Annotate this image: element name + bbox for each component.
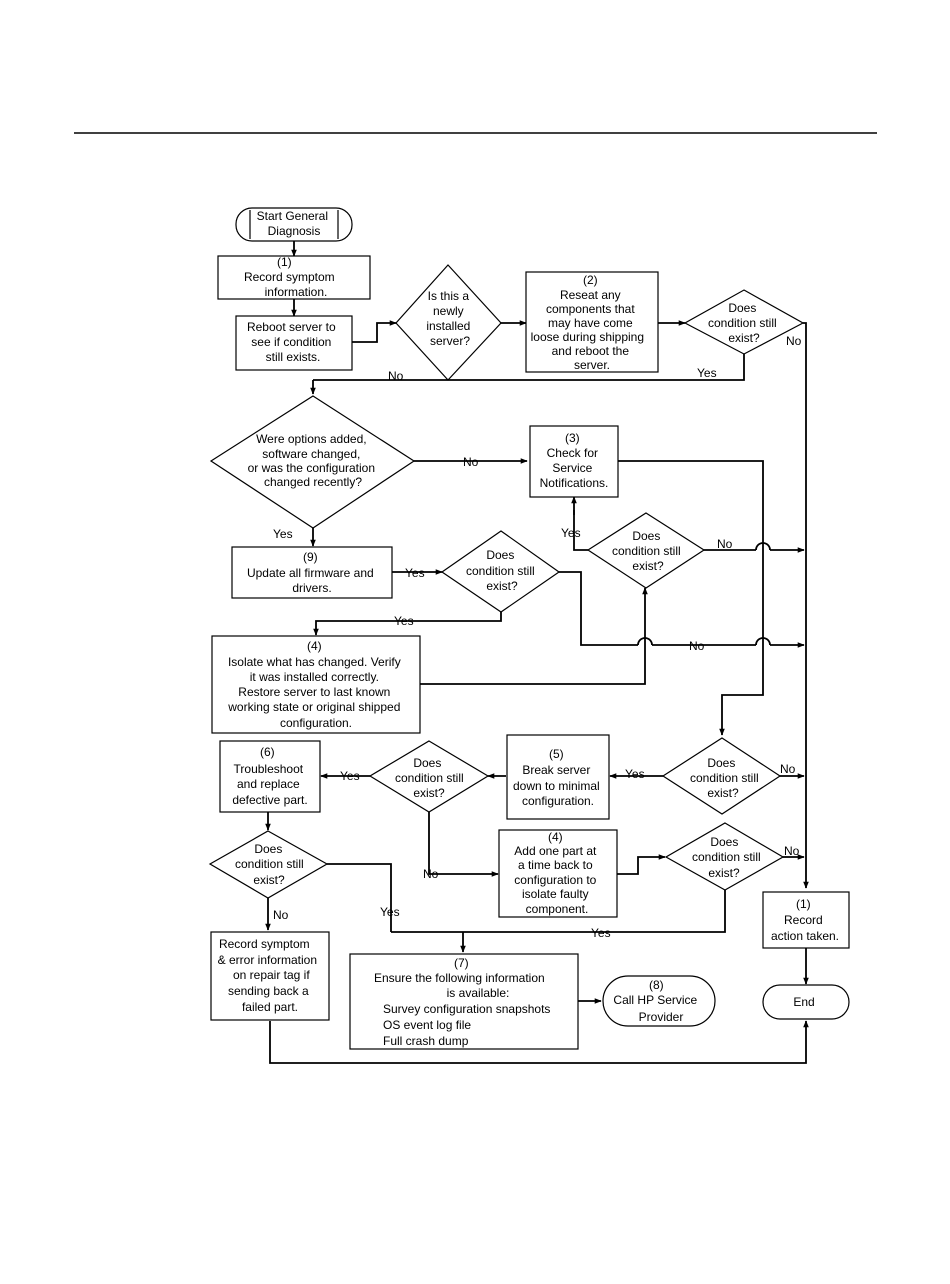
ensure-info-text: (7) Ensure the following information is … xyxy=(374,956,548,1000)
label-update-yes: Yes xyxy=(405,566,425,580)
d5-text: Does condition still exist? xyxy=(690,756,762,800)
end-text: End xyxy=(793,995,814,1009)
break-server-text: (5) Break server down to minimal configu… xyxy=(513,747,603,808)
add-part-text: (4) Add one part at a time back to confi… xyxy=(514,830,599,916)
d4-text: Does condition still exist? xyxy=(395,756,467,800)
d3-text: Does condition still exist? xyxy=(466,548,538,593)
label-d5-yes: Yes xyxy=(625,767,645,781)
update-firmware-text: (9) Update all firmware and drivers. xyxy=(247,550,377,595)
isolate-changes-text: (4) Isolate what has changed. Verify it … xyxy=(227,639,404,730)
label-d6-no: No xyxy=(273,908,289,922)
label-d6-yes: Yes xyxy=(380,905,400,919)
options-added-text: Were options added, software changed, or… xyxy=(248,432,379,489)
diamond-d2 xyxy=(586,512,706,589)
box-update-firmware xyxy=(231,546,393,599)
diamond-d4 xyxy=(368,740,490,813)
diamond-d3 xyxy=(440,530,561,613)
label-d7-no: No xyxy=(784,844,800,858)
ensure-info-items: Survey configuration snapshots OS event … xyxy=(383,1002,554,1048)
terminal-end xyxy=(762,984,850,1020)
label-d5-no: No xyxy=(780,762,796,776)
check-notifications-text: (3) Check for Service Notifications. xyxy=(540,431,609,490)
box-check-notifications xyxy=(529,425,619,498)
call-hp-text: (8) Call HP Service Provider xyxy=(613,978,700,1024)
record-symptom-text: (1) Record symptom information. xyxy=(244,255,338,299)
troubleshoot-text: (6) Troubleshoot and replace defective p… xyxy=(232,745,307,807)
record-action-text: (1) Record action taken. xyxy=(771,897,839,943)
record-error-text: Record symptom & error information on re… xyxy=(218,937,321,1014)
connectors xyxy=(265,241,809,1064)
start-text: Start General Diagnosis xyxy=(257,209,332,238)
box-add-part xyxy=(498,829,618,918)
shape-start xyxy=(235,207,353,242)
d1-text: Does condition still exist? xyxy=(708,301,780,345)
box-record-symptom xyxy=(217,255,371,300)
diamond-d5 xyxy=(661,737,782,815)
box-ensure-info xyxy=(349,953,579,1050)
diamond-options-added xyxy=(209,395,416,529)
label-d7-yes: Yes xyxy=(591,926,611,940)
diamond-d6 xyxy=(208,830,329,899)
reboot-server-text: Reboot server to see if condition still … xyxy=(247,320,339,364)
box-break-server xyxy=(506,734,610,820)
label-d1-yes: Yes xyxy=(697,366,717,380)
box-isolate-changes xyxy=(211,635,421,734)
box-record-action xyxy=(762,891,850,949)
label-d4-no: No xyxy=(423,867,439,881)
label-options-yes: Yes xyxy=(273,527,293,541)
label-newly-no: No xyxy=(388,369,404,383)
d7-text: Does condition still exist? xyxy=(692,835,764,880)
label-d2-no: No xyxy=(717,537,733,551)
box-reboot-server xyxy=(235,315,353,371)
label-d3-no: No xyxy=(689,639,705,653)
label-options-no: No xyxy=(463,455,479,469)
terminal-call-hp xyxy=(602,975,716,1027)
box-reseat xyxy=(525,271,659,373)
label-d2-yes: Yes xyxy=(561,526,581,540)
diamond-d7 xyxy=(664,822,785,891)
box-record-error xyxy=(210,931,330,1021)
reseat-text: (2) Reseat any components that may have … xyxy=(531,273,648,372)
d6-text: Does condition still exist? xyxy=(235,842,307,887)
newly-installed-text: Is this a newly installed server? xyxy=(426,289,473,348)
d2-text: Does condition still exist? xyxy=(612,529,684,573)
box-troubleshoot xyxy=(219,740,321,813)
label-d1-no: No xyxy=(786,334,802,348)
diamond-newly-installed xyxy=(395,264,502,381)
label-d4-yes: Yes xyxy=(340,769,360,783)
diamond-d1 xyxy=(683,289,805,355)
label-d3-yes: Yes xyxy=(394,614,414,628)
